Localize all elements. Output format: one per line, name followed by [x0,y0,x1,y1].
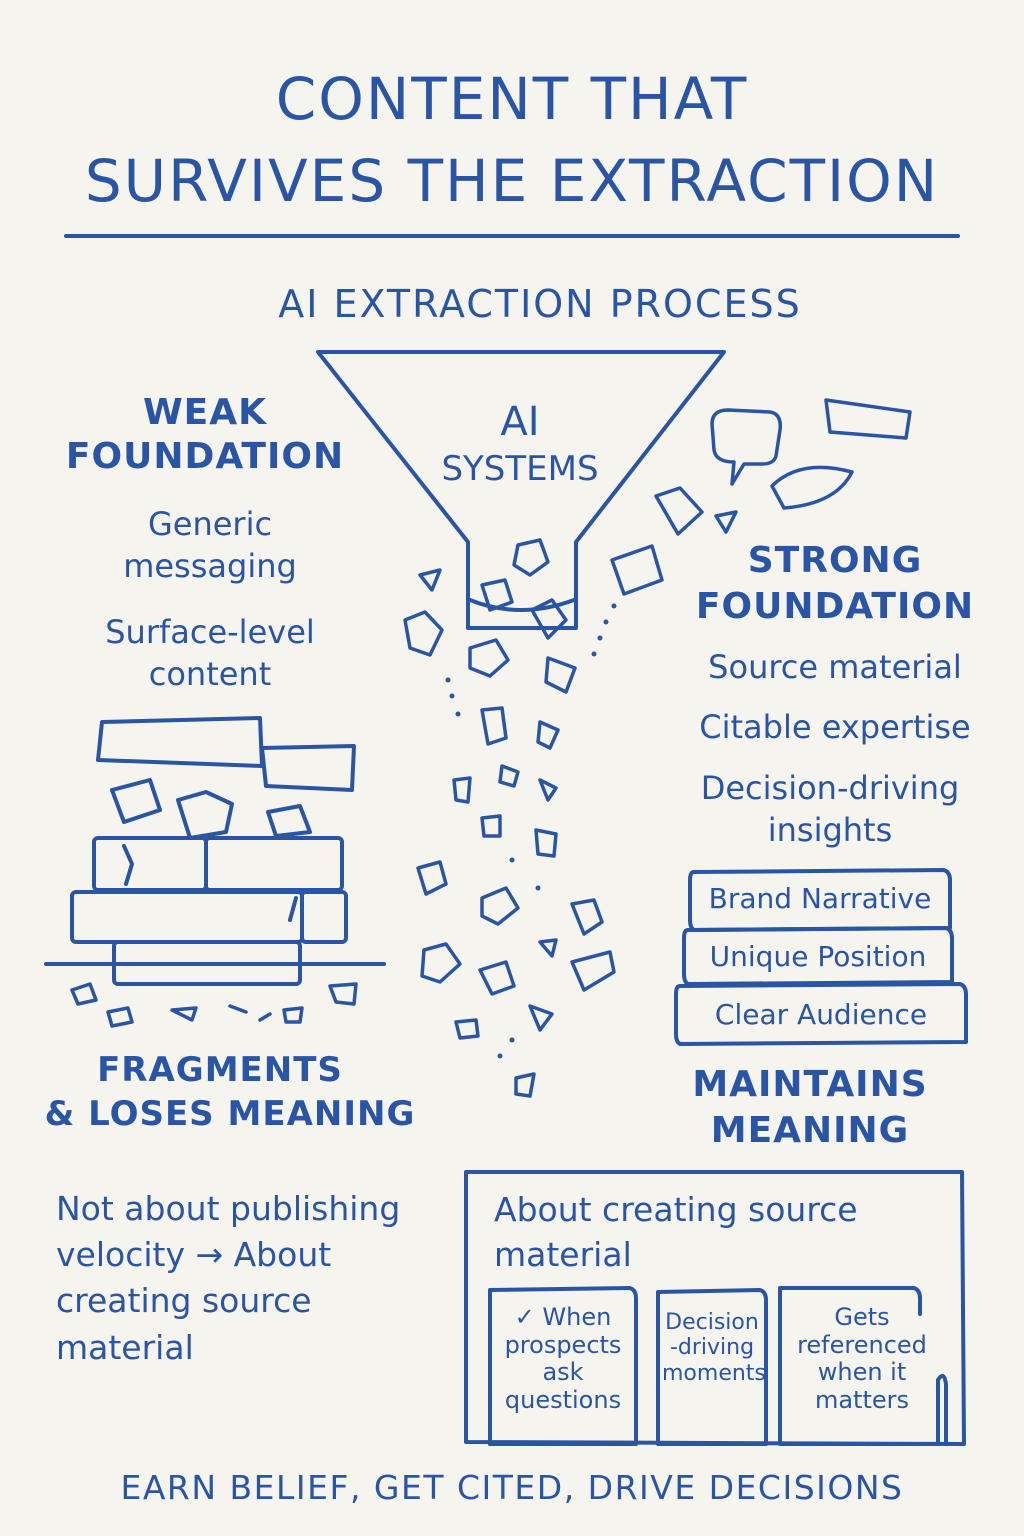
foundation-stack-icon [674,868,968,1046]
card-decision-driving-moments: Decision -driving moments [662,1310,766,1386]
title-line-1: CONTENT THAT [275,65,749,133]
strong-heading-line-1: STRONG [747,540,923,581]
benefit-cards [488,1286,948,1446]
stack-unique-position: Unique Position [709,940,927,973]
dotted-trails [445,603,617,1059]
weak-heading-line-1: WEAK [142,392,268,433]
wall-rubble [70,982,358,1028]
card-gets-referenced: Gets referenced when it matters [797,1303,927,1414]
strong-outcome-line-1: MAINTAINS [692,1064,928,1105]
weak-outcome-line-2: & LOSES MEANING [44,1094,416,1134]
funnel-label-line-2: SYSTEMS [441,449,599,489]
weak-item-surface-level: Surface-level content [105,613,315,693]
stack-clear-audience: Clear Audience [714,998,928,1031]
strong-outcome-line-2: MEANING [710,1110,910,1151]
funnel-icon [316,350,726,630]
funnel-label-line-1: AI [500,399,540,445]
weak-item-generic-messaging: Generic messaging [123,505,297,585]
footer-tagline: EARN BELIEF, GET CITED, DRIVE DECISIONS [120,1468,904,1507]
strong-item-source-material: Source material [708,648,962,686]
stack-brand-narrative: Brand Narrative [708,882,932,915]
falling-fragments [403,398,912,1098]
box-heading: About creating source material [494,1190,858,1274]
velocity-note: Not about publishing velocity → About cr… [56,1189,401,1367]
weak-outcome-line-1: FRAGMENTS [97,1050,343,1090]
strong-item-decision-driving: Decision-driving insights [700,769,960,849]
crumbling-wall-icon [44,716,386,986]
title-line-2: SURVIVES THE EXTRACTION [84,147,940,215]
card-when-prospects-ask: ✓ When prospects ask questions [504,1303,622,1414]
weak-heading-line-2: FOUNDATION [65,436,345,477]
source-material-box [464,1170,966,1446]
process-label: AI EXTRACTION PROCESS [278,282,802,326]
strong-item-citable-expertise: Citable expertise [699,708,971,746]
strong-heading-line-2: FOUNDATION [695,586,975,627]
